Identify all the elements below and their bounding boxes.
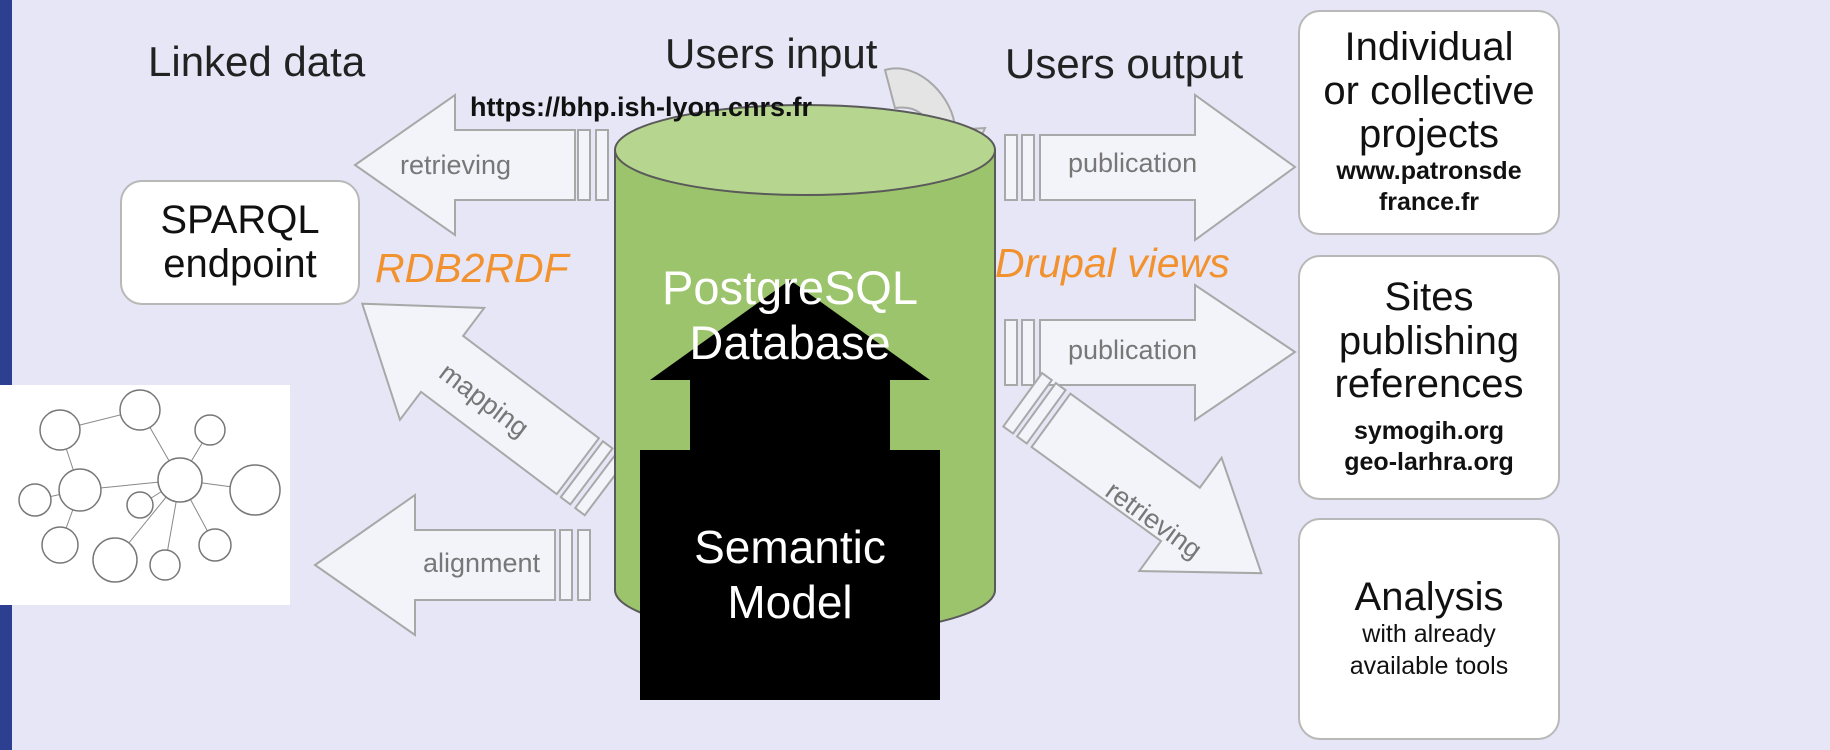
arrow-publication-mid bbox=[1004, 283, 1297, 422]
projects-site1[interactable]: www.patronsde bbox=[1336, 157, 1522, 186]
box-projects: Individual or collective projects www.pa… bbox=[1298, 10, 1560, 235]
arrow-publication-top bbox=[1004, 93, 1297, 242]
heading-linked-data: Linked data bbox=[148, 38, 366, 85]
arrow-retrieving-left bbox=[353, 93, 609, 237]
sites-site2[interactable]: geo-larhra.org bbox=[1344, 448, 1514, 477]
arrow-mapping bbox=[360, 302, 629, 517]
label-alignment: alignment bbox=[423, 548, 541, 578]
sites-site1[interactable]: symogih.org bbox=[1353, 417, 1504, 446]
sites-line2: publishing bbox=[1338, 318, 1520, 363]
label-publication-top: publication bbox=[1068, 148, 1198, 178]
linked-data-cloud-picture bbox=[0, 385, 290, 605]
analysis-line1: Analysis bbox=[1354, 575, 1504, 620]
semantic-line1: Semantic bbox=[694, 520, 886, 573]
heading-users-output: Users output bbox=[1005, 40, 1244, 87]
projects-line2: or collective bbox=[1323, 68, 1535, 113]
heading-users-input: Users input bbox=[665, 30, 878, 77]
semantic-model-box: Semantic Model bbox=[640, 450, 940, 700]
analysis-line2: with already bbox=[1362, 620, 1496, 649]
projects-line1: Individual bbox=[1344, 25, 1514, 70]
database-line1: PostgreSQL bbox=[661, 261, 919, 314]
label-retrieving-left: retrieving bbox=[400, 150, 512, 180]
arrow-alignment bbox=[313, 493, 591, 637]
box-sites: Sites publishing references symogih.org … bbox=[1298, 255, 1560, 500]
semantic-line2: Model bbox=[727, 576, 853, 628]
sites-line3: references bbox=[1334, 361, 1524, 406]
tool-rdb2rdf: RDB2RDF bbox=[375, 245, 569, 291]
left-border-strip bbox=[0, 0, 12, 750]
sparql-endpoint-box: SPARQL endpoint bbox=[120, 180, 360, 305]
label-publication-mid: publication bbox=[1068, 335, 1198, 365]
arrow-retrieving-right bbox=[1001, 371, 1263, 575]
sparql-line2: endpoint bbox=[163, 241, 317, 286]
box-analysis: Analysis with already available tools bbox=[1298, 518, 1560, 740]
semantic-up-arrow bbox=[650, 280, 930, 450]
sparql-line1: SPARQL bbox=[160, 198, 320, 243]
projects-line3: projects bbox=[1358, 111, 1500, 156]
database-line2: Database bbox=[689, 316, 891, 369]
tool-drupal-views: Drupal views bbox=[995, 240, 1230, 286]
project-url[interactable]: https://bhp.ish-lyon.cnrs.fr bbox=[470, 92, 812, 122]
sites-line1: Sites bbox=[1384, 275, 1474, 320]
projects-site2[interactable]: france.fr bbox=[1378, 188, 1480, 217]
analysis-line3: available tools bbox=[1349, 651, 1509, 680]
